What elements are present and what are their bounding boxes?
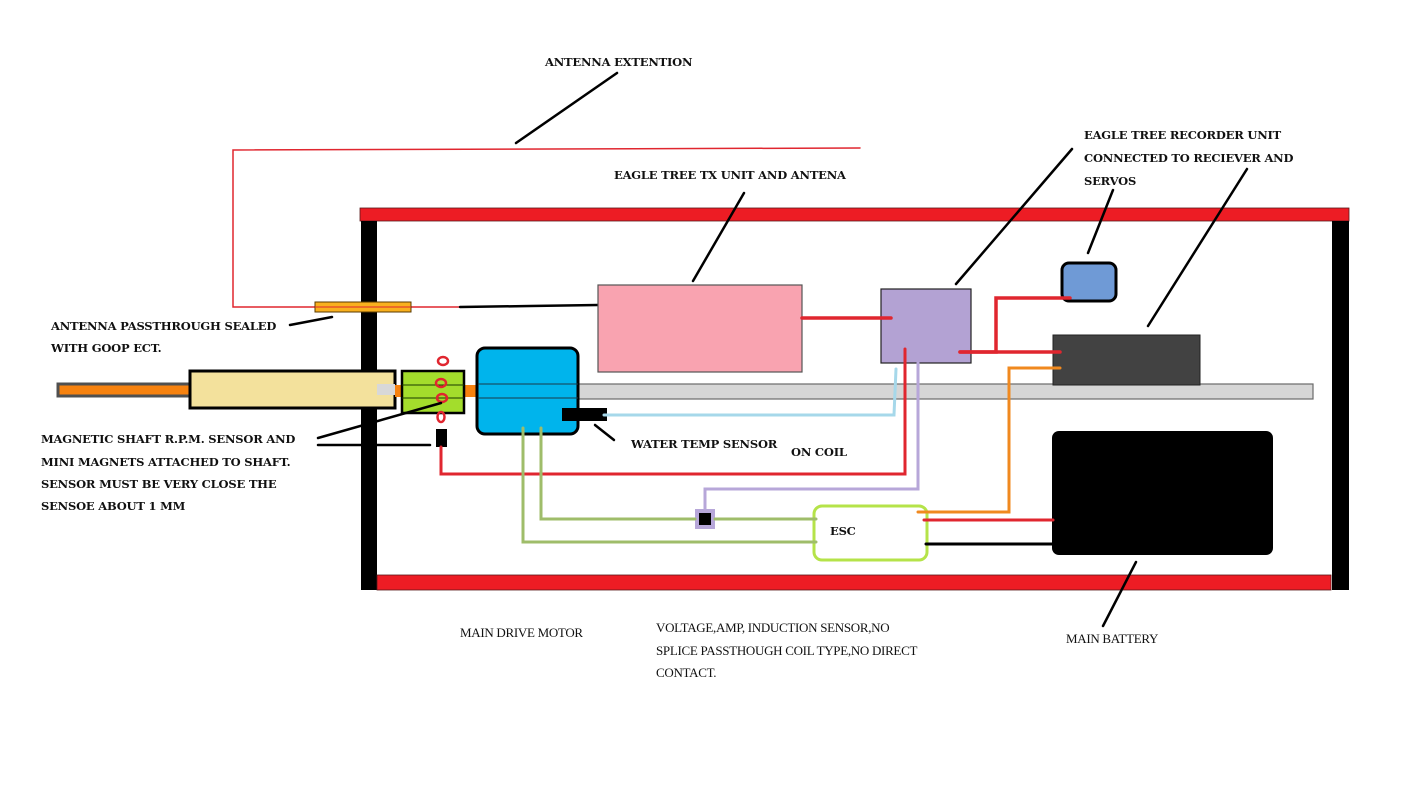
eagle-tree-recorder-unit [880,288,972,364]
label-on-coil: ON COIL [791,445,847,459]
label-antenna-extension: ANTENNA EXTENTION [544,55,693,69]
label-induction-line2: SPLICE PASSTHOUGH COIL TYPE,NO DIRECT [656,643,917,658]
water-temp-sensor [562,408,607,421]
label-rpm-line2: MINI MAGNETS ATTACHED TO SHAFT. [41,455,291,469]
esc [812,504,929,562]
leader-receiver [1146,167,1249,328]
magnet-icon [434,377,448,389]
label-induction-line3: CONTACT. [656,665,716,680]
label-antenna-passthrough-line1: ANTENNA PASSTHROUGH SEALED [50,319,276,333]
wire-water-temp [602,367,898,417]
label-recorder-line3: SERVOS [1084,174,1136,188]
wire-motor-to-esc-a [539,426,697,521]
wire-motor-to-esc-b [521,426,818,544]
label-induction-line1: VOLTAGE,AMP, INDUCTION SENSOR,NO [656,620,889,635]
label-main-drive-motor: MAIN DRIVE MOTOR [460,625,583,640]
label-recorder-line2: CONNECTED TO RECIEVER AND [1084,151,1293,165]
label-rpm-line4: SENSOE ABOUT 1 MM [41,499,186,513]
induction-coil-core [699,513,711,525]
label-esc: ESC [830,524,856,538]
rpm-sensor-block [400,369,466,415]
leader-recorder [954,147,1074,286]
servo [1060,261,1118,303]
label-tx-unit: EAGLE TREE TX UNIT AND ANTENA [614,168,847,182]
main-battery [1052,431,1273,555]
label-antenna-passthrough-line2: WITH GOOP ECT. [50,341,162,355]
hull-top-bar [359,207,1350,222]
leader-antenna-passthrough [288,315,334,327]
stuffing-tube [188,369,397,410]
prop-shaft [56,382,193,398]
magnet-icon [435,392,449,404]
rpm-hall-sensor [436,429,447,447]
antenna-extension-wire [232,147,861,308]
label-recorder-line1: EAGLE TREE RECORDER UNIT [1084,128,1282,142]
antenna-black-lead [458,303,600,309]
magnet-icon [436,410,446,424]
drive-shaft-rail [577,383,1314,400]
main-drive-motor [475,346,580,436]
leader-water-temp [593,423,616,442]
wire-rpm-sensor [439,347,907,476]
eagle-tree-tx-unit [597,284,803,373]
leader-servo [1086,188,1115,255]
label-main-battery: MAIN BATTERY [1066,631,1159,646]
magnet-icon [436,355,450,367]
hull-right-wall [1332,221,1349,590]
hull-bottom-bar [376,574,1332,591]
wire-esc-to-receiver [916,366,1062,514]
label-rpm-line3: SENSOR MUST BE VERY CLOSE THE [41,477,277,491]
wire-induction-sensor [703,361,920,511]
stuffing-tube-inner [377,384,395,395]
label-rpm-line1: MAGNETIC SHAFT R.P.M. SENSOR AND [41,432,295,446]
leader-rpm-magnets [316,401,443,440]
leader-antenna-extension [514,71,619,145]
label-water-temp: WATER TEMP SENSOR [630,437,778,451]
leader-main-battery [1101,560,1138,628]
receiver [1052,334,1201,386]
leader-tx-unit [691,191,746,283]
